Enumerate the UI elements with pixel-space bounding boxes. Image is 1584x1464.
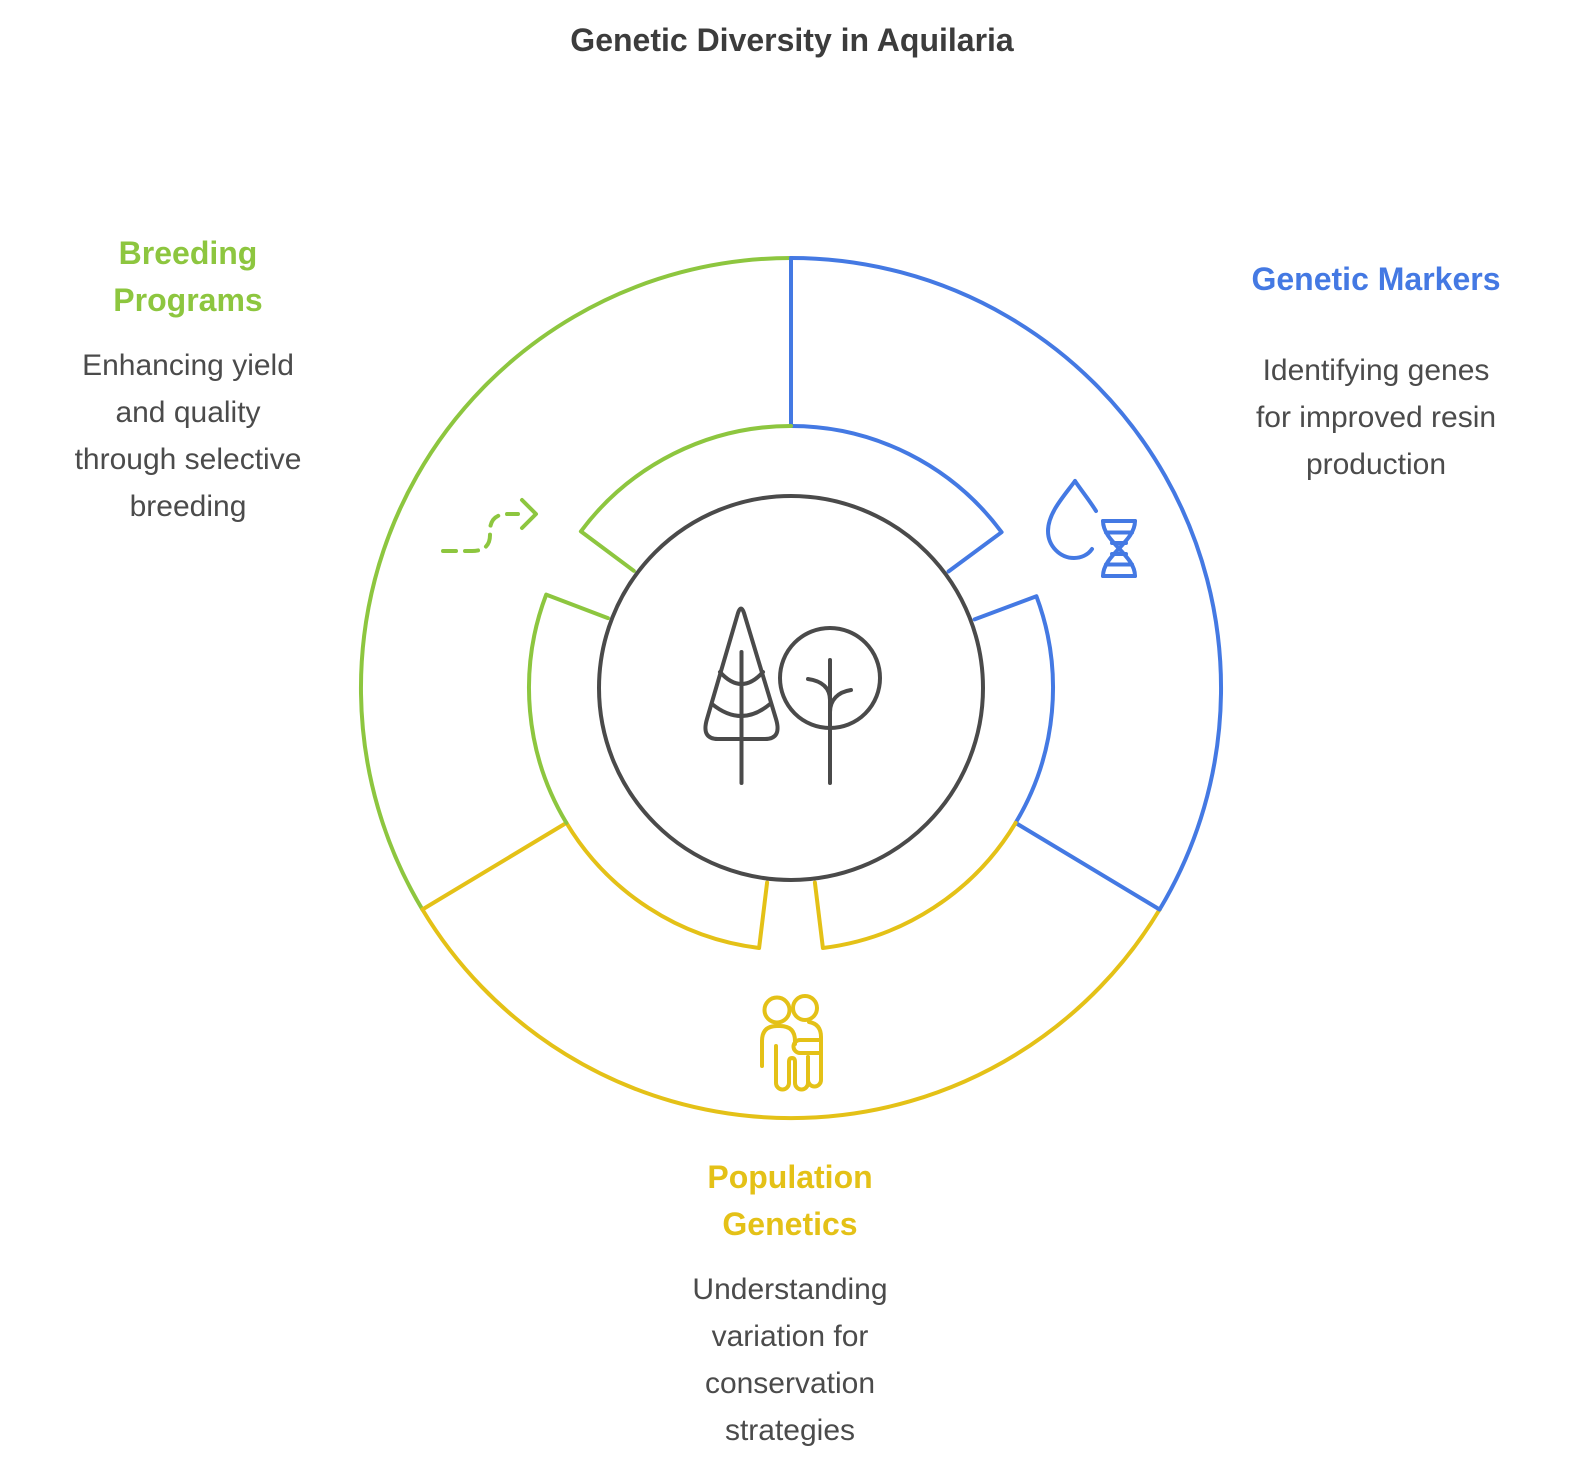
outer-arc-breeding <box>359 256 793 912</box>
person-back-head <box>791 994 819 1022</box>
dna-helix <box>1101 519 1137 578</box>
segment-label-genetic-markers: Genetic Markers Identifying genes for im… <box>1186 238 1566 506</box>
middle-ring <box>527 424 1055 950</box>
pine-tree-outline <box>703 606 780 741</box>
mid-arc-breeding-upper <box>578 424 793 573</box>
center-circle <box>597 494 985 882</box>
connector-bottom-right <box>1013 820 1162 912</box>
page-title: Genetic Diversity in Aquilaria <box>570 22 1014 58</box>
route-path <box>441 512 520 553</box>
person-front-legs <box>774 1044 810 1092</box>
pine-branch-upper <box>718 670 765 686</box>
outer-arc-population <box>420 907 1162 1121</box>
connector-bottom-left <box>420 820 569 912</box>
mid-arc-markers-lower <box>972 594 1055 825</box>
mid-arc-markers-upper <box>789 424 1004 574</box>
person-front-head <box>762 995 792 1025</box>
person-front-body <box>760 1024 797 1068</box>
segment-description: Identifying genes for improved resin pro… <box>1255 354 1497 481</box>
segment-label-population-genetics: Population Genetics Understanding variat… <box>570 1136 1010 1464</box>
pine-branch-lower <box>710 702 772 718</box>
forest-trees-icon <box>703 606 882 785</box>
segment-title: Population Genetics <box>707 1159 873 1242</box>
two-people-icon <box>760 994 823 1092</box>
dashed-route-arrow-icon <box>441 498 538 553</box>
droplet-outline <box>1046 479 1094 560</box>
ring-connectors <box>420 256 1162 912</box>
droplet-outline-right <box>1073 479 1098 513</box>
mid-arc-breeding-lower <box>527 592 610 825</box>
mid-arc-population-left <box>564 820 770 950</box>
route-arrowhead <box>520 498 538 530</box>
outer-ring <box>359 256 1223 1121</box>
round-tree-branch-right <box>828 688 853 714</box>
segment-title: Genetic Markers <box>1251 261 1501 297</box>
mid-arc-population-right <box>812 820 1018 950</box>
round-tree-branch-left <box>806 677 832 702</box>
segment-description: Understanding variation for conservation… <box>692 1273 888 1447</box>
segment-description: Enhancing yield and quality through sele… <box>74 349 302 523</box>
person-back-arm <box>791 1038 821 1055</box>
segment-label-breeding-programs: Breeding Programs Enhancing yield and qu… <box>8 212 368 548</box>
resin-droplet-dna-icon <box>1046 479 1137 578</box>
segment-title: Breeding Programs <box>113 235 263 318</box>
outer-arc-markers <box>789 256 1223 912</box>
